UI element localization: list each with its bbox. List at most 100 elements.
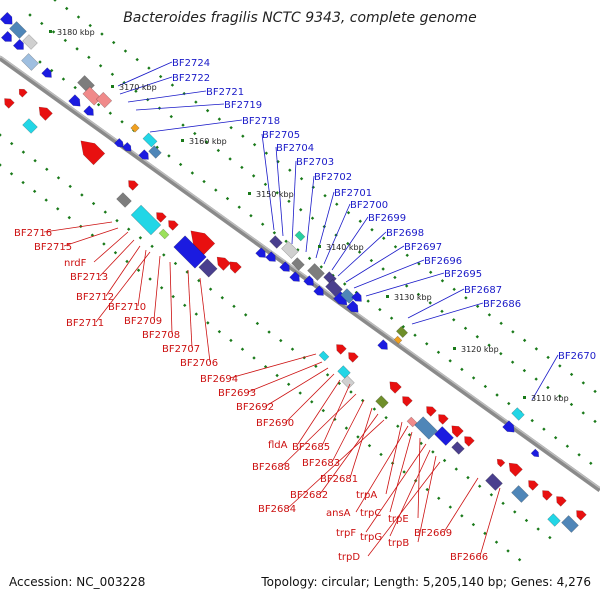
tick-mark — [0, 163, 2, 167]
tick-mark — [32, 189, 37, 194]
tick-mark — [158, 74, 163, 79]
kbp-label: 3110 kbp — [531, 394, 569, 403]
tick-mark — [44, 198, 48, 202]
tick-mark — [202, 179, 206, 184]
tick-mark — [471, 376, 476, 380]
tick-mark — [217, 329, 222, 334]
gene-feature — [451, 441, 465, 455]
leader-line — [247, 361, 323, 393]
leader-line — [285, 373, 335, 423]
gene-label-reverse: trpD — [338, 552, 360, 563]
leader-line — [153, 255, 161, 321]
leader-line — [323, 203, 351, 265]
tick-mark — [495, 393, 499, 397]
tick-mark — [100, 32, 104, 36]
gene-feature — [4, 98, 15, 109]
tick-mark — [225, 196, 230, 201]
tick-mark — [440, 309, 444, 314]
tick-mark — [442, 458, 447, 463]
gene-label-reverse: BF2706 — [180, 358, 218, 369]
tick-mark — [260, 222, 265, 226]
tick-mark — [214, 188, 218, 192]
kbp-label: 3130 kbp — [394, 293, 432, 302]
tick-mark — [255, 321, 260, 326]
tick-mark — [229, 125, 233, 130]
label-leader-lines — [43, 61, 559, 557]
gene-feature — [375, 395, 389, 409]
gene-feature — [9, 21, 27, 39]
tick-mark — [206, 321, 210, 325]
tick-mark — [524, 518, 529, 523]
tick-mark — [489, 493, 494, 497]
gene-label-reverse: BF2715 — [34, 242, 72, 253]
gene-feature — [307, 263, 325, 281]
kbp-label: 3150 kbp — [256, 190, 294, 199]
tick-mark — [381, 267, 385, 271]
gene-label-forward: BF2705 — [262, 130, 300, 141]
tick-mark — [56, 207, 60, 211]
leader-line — [169, 261, 173, 335]
gene-feature — [158, 228, 170, 240]
tick-mark — [310, 400, 314, 404]
leader-line — [385, 421, 403, 495]
tick-mark — [110, 72, 115, 76]
tick-mark — [115, 218, 119, 223]
gene-feature — [68, 94, 81, 107]
tick-mark — [28, 13, 32, 17]
tick-mark — [510, 360, 515, 364]
gene-feature — [346, 300, 359, 313]
leader-line — [331, 216, 369, 271]
tick-mark — [522, 368, 527, 373]
leader-line — [287, 419, 385, 509]
tick-mark — [558, 364, 562, 368]
gene-label-forward: BF2704 — [276, 143, 314, 154]
tick-mark — [290, 347, 295, 351]
leader-line — [117, 61, 173, 87]
gene-feature — [168, 220, 179, 231]
leader-line — [291, 160, 297, 245]
leader-line — [407, 288, 465, 319]
tick-mark — [275, 373, 279, 378]
leader-line — [321, 383, 351, 447]
tick-mark — [103, 210, 107, 214]
gene-feature — [377, 339, 388, 350]
tick-mark — [346, 241, 350, 246]
gene-label-forward: BF2687 — [464, 285, 502, 296]
leader-line — [389, 449, 431, 537]
tick-mark — [378, 307, 382, 312]
tick-mark — [464, 296, 468, 300]
tick-mark — [367, 443, 372, 448]
gene-features — [0, 11, 587, 533]
gene-feature — [116, 192, 132, 208]
tick-mark — [346, 211, 351, 215]
tick-mark — [264, 151, 269, 155]
tick-mark — [393, 245, 398, 249]
leader-line — [479, 487, 501, 557]
tick-mark — [136, 268, 141, 272]
tick-mark — [75, 47, 79, 51]
leader-line — [297, 379, 341, 445]
gene-label-reverse: BF2690 — [256, 418, 294, 429]
gene-label-reverse: BF2694 — [200, 374, 238, 385]
gene-label-reverse: trpA — [356, 490, 377, 501]
gene-label-forward: BF2702 — [314, 172, 352, 183]
kbp-label: 3140 kbp — [326, 243, 364, 252]
gene-feature — [414, 416, 438, 440]
gene-label-forward: BF2670 — [558, 351, 596, 362]
tick-mark — [402, 470, 406, 474]
tick-mark — [138, 236, 143, 240]
tick-mark — [288, 168, 292, 172]
tick-mark — [243, 313, 248, 317]
kbp-tick — [181, 139, 184, 142]
tick-mark — [159, 286, 164, 290]
tick-mark — [356, 435, 360, 439]
gene-label-reverse: BF2711 — [66, 318, 104, 329]
tick-mark — [0, 133, 2, 137]
leader-line — [135, 103, 225, 111]
leader-line — [119, 76, 173, 95]
gene-feature — [313, 285, 324, 296]
gene-feature — [130, 123, 140, 133]
tick-mark — [319, 265, 323, 269]
tick-mark — [499, 321, 503, 326]
gene-label-forward: BF2701 — [334, 188, 372, 199]
